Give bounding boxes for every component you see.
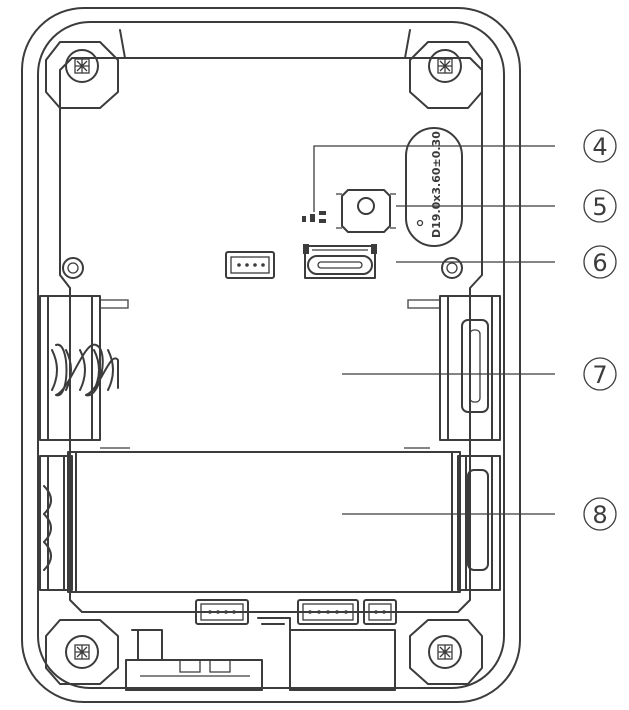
connector-top xyxy=(225,251,275,279)
screw-bottom-left xyxy=(45,619,119,685)
reset-button xyxy=(336,189,396,233)
screw-top-left xyxy=(45,41,119,109)
led xyxy=(302,211,326,223)
connector-bottom-right xyxy=(363,599,397,625)
callout-8: 8 xyxy=(583,497,617,531)
post-left xyxy=(62,257,84,279)
housing-outer xyxy=(21,7,521,703)
screw-icon xyxy=(437,644,453,660)
callout-4: 4 xyxy=(583,129,617,163)
callout-6: 6 xyxy=(583,245,617,279)
callout-7: 7 xyxy=(583,357,617,391)
chip-oval xyxy=(405,127,463,247)
svg-text:7: 7 xyxy=(592,361,607,389)
callout-5: 5 xyxy=(583,189,617,223)
contact-right-lower xyxy=(457,455,501,591)
svg-text:5: 5 xyxy=(592,193,607,221)
screw-icon xyxy=(437,58,453,74)
usb-c-port xyxy=(303,244,377,279)
spring-clip-left-upper xyxy=(39,295,129,441)
spring-clip-left-lower xyxy=(39,455,73,591)
screw-icon xyxy=(74,58,90,74)
screw-top-right xyxy=(409,41,483,109)
contact-right-upper xyxy=(407,295,501,441)
pcb-board xyxy=(59,57,483,613)
housing-inner-rim xyxy=(37,21,505,689)
leader-4 xyxy=(313,145,555,212)
connector-bottom-middle xyxy=(297,599,359,625)
terminal-block xyxy=(125,617,396,691)
screw-icon xyxy=(74,644,90,660)
board-top-notch xyxy=(119,29,411,59)
screw-bottom-right xyxy=(409,619,483,685)
connector-bottom-left xyxy=(195,599,249,625)
svg-text:8: 8 xyxy=(592,501,607,529)
svg-text:6: 6 xyxy=(592,249,607,277)
chip-label: D19.0x3.60±0.30 xyxy=(430,131,443,238)
post-right xyxy=(441,257,463,279)
battery xyxy=(67,447,461,593)
svg-text:4: 4 xyxy=(592,133,607,161)
